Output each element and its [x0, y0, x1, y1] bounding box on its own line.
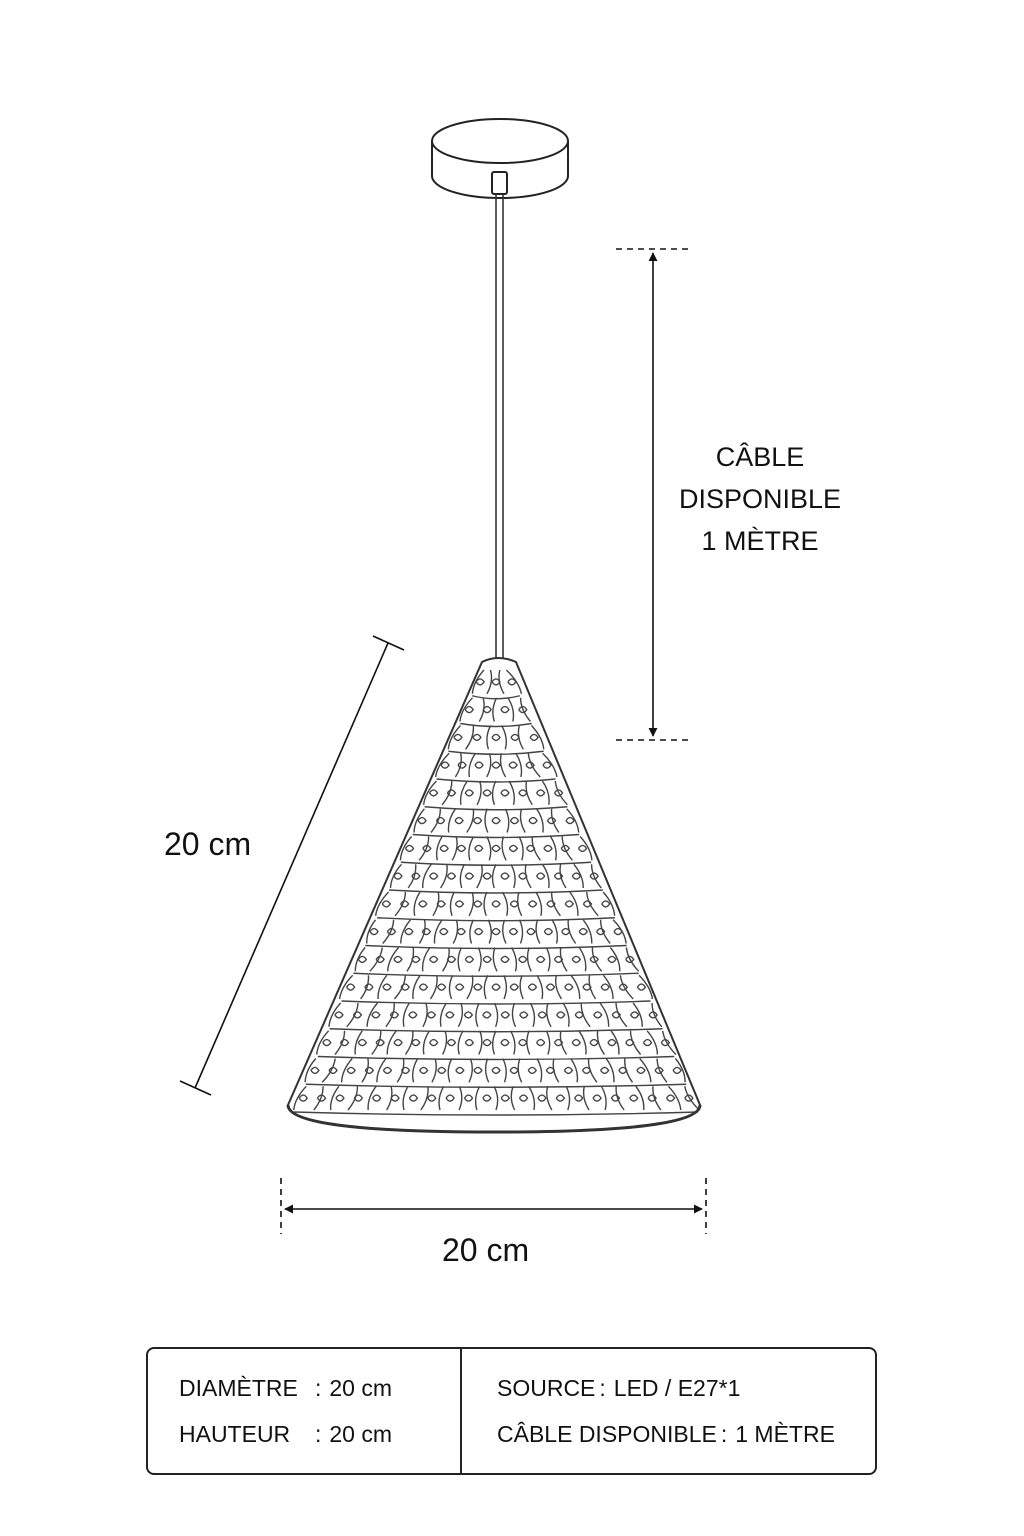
weave-loops	[440, 761, 552, 769]
weave-loops	[393, 872, 599, 880]
width-dimension	[280, 1178, 707, 1234]
spec-row-cable: CÂBLE DISPONIBLE:1 MÈTRE	[497, 1421, 835, 1448]
spec-value: 1 MÈTRE	[735, 1421, 835, 1447]
spec-value: 20 cm	[329, 1375, 393, 1401]
spec-column-left: DIAMÈTRE:20 cm HAUTEUR:20 cm	[148, 1349, 462, 1473]
weave-band	[388, 889, 604, 894]
weave-band	[341, 1000, 651, 1005]
weave-band	[377, 917, 615, 922]
weave-band	[305, 1083, 687, 1088]
spec-row-height: HAUTEUR:20 cm	[179, 1421, 392, 1448]
cable-label-line-3: 1 MÈTRE	[701, 526, 819, 556]
cable-length-label: CÂBLE DISPONIBLE 1 MÈTRE	[660, 436, 860, 562]
weave-loops	[475, 678, 517, 686]
weave-band	[317, 1055, 675, 1061]
weave-loops	[453, 733, 539, 742]
weave-band	[353, 972, 639, 977]
weave-stitches	[434, 752, 558, 778]
ceiling-canopy	[431, 118, 569, 199]
width-label: 20 cm	[442, 1232, 530, 1268]
weave-loops	[464, 705, 528, 714]
weave-stitches	[471, 669, 523, 695]
spec-key: HAUTEUR	[179, 1421, 291, 1447]
weave-loops	[404, 844, 588, 853]
weave-loops	[417, 816, 575, 825]
weave-loops	[369, 927, 623, 936]
weave-band	[448, 750, 544, 755]
weave-loops	[310, 1066, 682, 1075]
weave-loops	[346, 983, 647, 991]
cable-label-line-2: DISPONIBLE	[678, 484, 842, 514]
weave-band	[365, 944, 627, 950]
weave-loops	[298, 1094, 694, 1102]
weave-loops	[334, 1011, 658, 1019]
weave-stitches	[374, 891, 616, 917]
weave-stitches	[413, 808, 580, 833]
spec-value: LED / E27*1	[613, 1375, 741, 1401]
weave-band	[412, 833, 580, 839]
spec-column-right: SOURCE:LED / E27*1 CÂBLE DISPONIBLE:1 MÈ…	[462, 1349, 875, 1473]
height-label: 20 cm	[164, 826, 252, 862]
spec-key: SOURCE	[497, 1375, 596, 1401]
weave-loops	[381, 900, 611, 908]
spec-separator: :	[720, 1421, 728, 1447]
weave-loops	[357, 955, 635, 964]
spec-value: 20 cm	[329, 1421, 393, 1447]
spec-row-source: SOURCE: LED / E27*1	[497, 1375, 740, 1402]
weave-loops	[322, 1038, 671, 1047]
cable-length-dimension	[616, 248, 690, 741]
spec-table: DIAMÈTRE:20 cm HAUTEUR:20 cm SOURCE:LED …	[146, 1347, 877, 1475]
weave-band	[293, 1111, 699, 1116]
weave-band	[424, 806, 568, 811]
weave-stitches	[447, 725, 545, 750]
spec-separator: :	[315, 1421, 322, 1447]
height-dimension	[179, 635, 405, 1096]
weave-loops	[428, 789, 564, 797]
woven-cone-shade	[286, 657, 702, 1134]
cable	[495, 194, 504, 660]
spec-key: DIAMÈTRE	[179, 1375, 298, 1401]
spec-key: CÂBLE DISPONIBLE	[497, 1421, 717, 1447]
spec-separator: :	[599, 1375, 606, 1401]
spec-row-diameter: DIAMÈTRE:20 cm	[179, 1375, 392, 1402]
weave-band	[460, 722, 532, 728]
spec-separator: :	[315, 1375, 322, 1401]
cable-label-line-1: CÂBLE	[715, 442, 805, 472]
